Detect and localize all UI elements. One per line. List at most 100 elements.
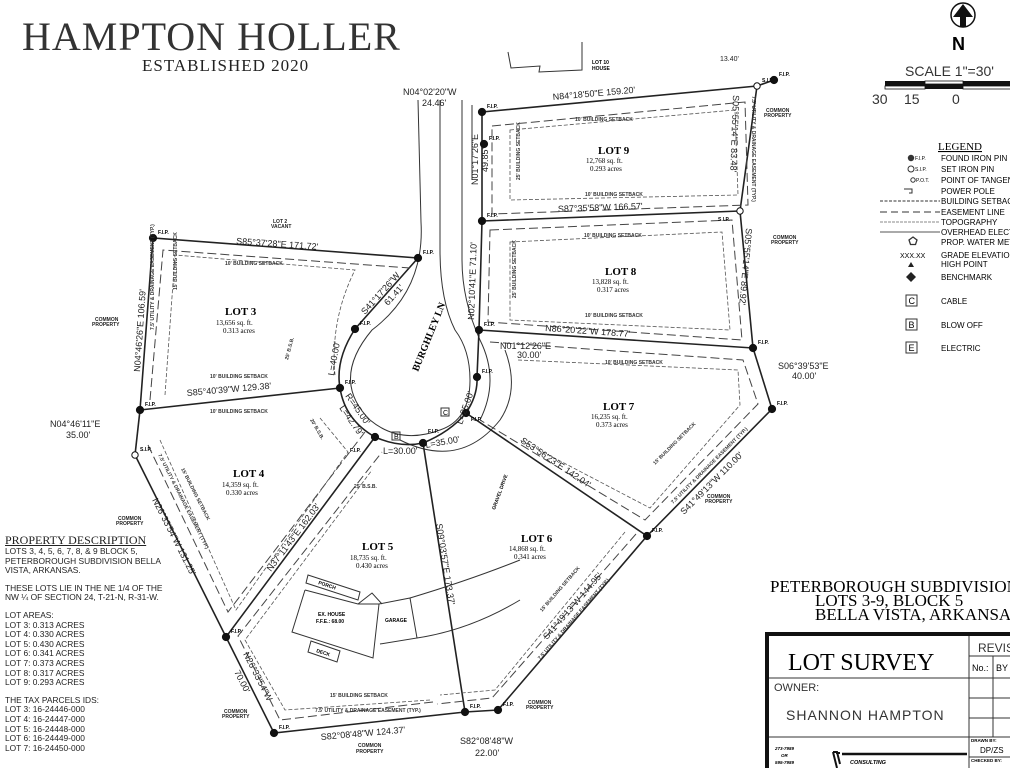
legend-label: TOPOGRAPHY [941,218,998,227]
drawn-by-label: DRAWN BY: [971,738,997,743]
lot-acres: 0.341 acres [514,553,546,561]
title-block: PETERBOROUGH SUBDIVISION LOTS 3-9, BLOCK… [765,577,1010,768]
fip-label: F.I.P. [158,230,169,236]
legend-label: SET IRON PIN [941,165,994,174]
fip-label: F.I.P. [231,629,242,635]
found-iron-pin-icon [642,531,652,541]
lot-7-label: LOT 7 16,235 sq. ft. 0.373 acres [591,401,635,429]
firm-logo-icon [832,751,841,768]
property-label: PROPERTY [771,240,799,246]
setback-label: 10' BUILDING SETBACK [585,313,643,319]
lot-acres: 0.317 acres [597,286,629,294]
fip-label: F.I.P. [487,104,498,110]
set-iron-pin-icon [736,207,744,215]
bearing: S05°55'14"E 83.48' [728,95,741,173]
common-label: COMMON [118,516,142,522]
common-label: COMMON [773,235,797,241]
lot-areas-title: LOT AREAS: [5,609,54,620]
easement-label: 7.5' UTILITY & DRAINAGE EASEMENT (TYP.) [315,708,421,714]
found-iron-pin-icon [769,75,779,85]
legend: LEGEND F.I.P. FOUND IRON PIN S.I.P. SET … [880,141,1010,354]
found-iron-pin-icon [335,383,345,393]
bearing: N02°10'41"E 71.10' [466,242,479,320]
found-iron-pin-icon [269,728,279,738]
fip-label: F.I.P. [758,340,769,346]
lot-name: LOT 8 [605,266,637,278]
north-arrow-icon: N [950,2,976,54]
lot-sqft: 13,828 sq. ft. [592,278,629,286]
setback-label: 15' BUILDING SETBACK [173,232,179,290]
firm-name: CONSULTING [850,760,887,766]
subdivision-lots: LOTS 3-9, BLOCK 5 [815,591,963,610]
common-label: COMMON [766,108,790,114]
setback-label: 20' B.S.B. [308,418,325,441]
legend-title: LEGEND [938,141,982,153]
distance: 40.00' [792,371,817,381]
found-iron-pin-icon [135,405,145,415]
found-iron-pin-icon [460,707,470,717]
lot-name: LOT 9 [598,145,630,157]
easement-label: 7.5' UTILITY & DRAINAGE EASEMENT (TYP.) [750,96,756,202]
found-iron-pin-icon [477,107,487,117]
setback-label: 10' BUILDING SETBACK [210,374,268,380]
vacant-label: VACANT [271,224,291,230]
water-meter-icon [908,236,918,246]
lot-boundaries [134,79,775,734]
fip-label: F.I.P. [350,448,361,454]
lot-acres: 0.293 acres [590,165,622,173]
fip-label: F.I.P. [652,528,663,534]
legend-label: CABLE [941,297,967,306]
distance: 49.85' [480,147,490,172]
legend-label: BENCHMARK [941,273,993,282]
found-iron-pin-icon [350,324,360,334]
revisions-header: REVISIONS [978,641,1010,655]
gravel-drive-label: GRAVEL DRIVE [491,473,510,510]
bearing: N01°12'26"E [500,341,551,351]
curve-length: L=35.00' [425,434,461,450]
legend-abbr: F.I.P. [915,156,926,162]
distance: 13.40' [720,56,739,63]
tax-parcel-item: LOT 5: 16-24448-000 [5,723,85,734]
lot-area-item: LOT 9: 0.293 ACRES [5,677,85,688]
cable-marker-letter: C [443,410,448,417]
bearing: S05°55'14"E 89.92' [737,228,754,306]
legend-abbr: S.I.P. [915,167,927,173]
bearing: S53°56'23"E 142.04' [519,435,593,489]
set-iron-pin-icon [753,82,761,90]
bearing: N04°46'11"E [50,419,100,429]
sip-label: S.I.P. [718,217,730,223]
setback-label: 25' BUILDING SETBACK [512,240,518,298]
lot-area-item: LOT 7: 0.373 ACRES [5,657,85,668]
lot-name: LOT 4 [233,468,265,480]
ffe-label: F.F.E.: 68.00 [316,619,344,625]
lot-acres: 0.430 acres [356,562,388,570]
setback-label: 10' BUILDING SETBACK [584,233,642,239]
lot-area-item: LOT 4: 0.330 ACRES [5,629,85,640]
lot-sqft: 13,656 sq. ft. [216,319,253,327]
north-letter: N [952,34,965,54]
electric-icon [905,341,918,354]
subdivision-location: BELLA VISTA, ARKANSAS [815,605,1010,624]
found-iron-pin-icon [221,632,231,642]
drawn-by-value: DP/ZS [980,746,1004,755]
property-label: PROPERTY [356,749,384,755]
lot-name: LOT 7 [603,401,635,413]
lot-labels: LOT 3 13,656 sq. ft. 0.313 acres LOT 4 1… [216,145,637,570]
fip-label: F.I.P. [428,429,439,435]
lot-sqft: 12,768 sq. ft. [586,157,623,165]
checked-by-label: CHECKED BY: [971,758,1002,763]
distance: 35.00' [66,430,91,440]
distance: 24.46' [422,98,447,108]
easement-lines [147,101,759,721]
lot-sqft: 14,359 sq. ft. [222,481,259,489]
property-label: PROPERTY [116,521,144,527]
setback-label: 25' BUILDING SETBACK [516,122,522,180]
lot-8-label: LOT 8 13,828 sq. ft. 0.317 acres [592,266,637,294]
scale-tick-15: 15 [904,91,920,107]
lot-area-item: LOT 3: 0.313 ACRES [5,619,85,630]
fip-label: F.I.P. [482,369,493,375]
tax-parcel-item: LOT 3: 16-24446-000 [5,704,85,715]
property-label: PROPERTY [222,714,250,720]
street-name: BURGHLEY LN [411,300,449,373]
fip-label: F.I.P. [779,72,790,78]
